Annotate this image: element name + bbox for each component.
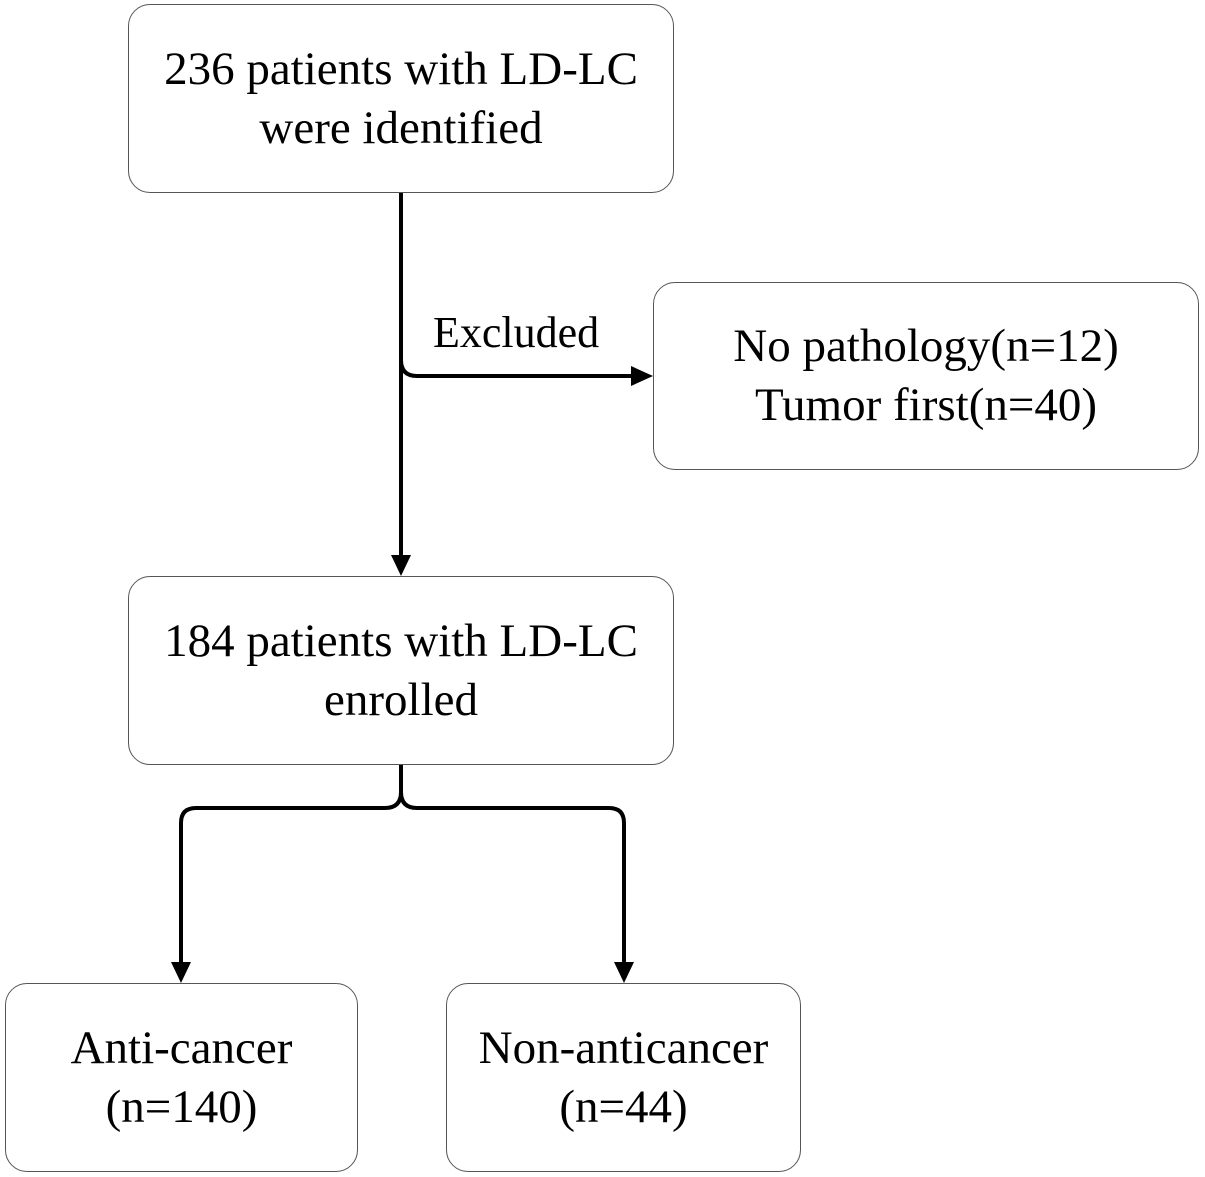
enrolled-line1: 184 patients with LD-LC <box>164 614 638 667</box>
arrowhead-to-enrolled <box>391 555 411 576</box>
anticancer-line2: (n=140) <box>105 1080 258 1133</box>
enrolled-line2: enrolled <box>324 673 478 726</box>
identified-line1: 236 patients with LD-LC <box>164 42 638 95</box>
excluded-line1: No pathology(n=12) <box>733 320 1119 372</box>
nonanticancer-line1: Non-anticancer <box>478 1021 769 1074</box>
enrolled-box: 184 patients with LD-LC enrolled <box>128 576 674 765</box>
identified-line2: were identified <box>259 101 543 154</box>
connector-split-left <box>179 765 403 963</box>
arrowhead-to-anticancer <box>171 962 191 983</box>
identified-box: 236 patients with LD-LC were identified <box>128 4 674 193</box>
nonanticancer-line2: (n=44) <box>559 1080 688 1133</box>
connector-to-excluded <box>399 359 632 378</box>
anticancer-line1: Anti-cancer <box>70 1021 293 1074</box>
connector-split-right <box>399 791 626 963</box>
arrowhead-to-nonanti <box>614 962 634 983</box>
excluded-line2: Tumor first(n=40) <box>754 379 1098 431</box>
excluded-label: Excluded <box>433 308 600 357</box>
anticancer-box: Anti-cancer (n=140) <box>5 983 358 1172</box>
excluded-box: No pathology(n=12) Tumor first(n=40) <box>653 282 1199 470</box>
arrowhead-to-excluded <box>631 366 653 386</box>
nonanticancer-box: Non-anticancer (n=44) <box>446 983 801 1172</box>
